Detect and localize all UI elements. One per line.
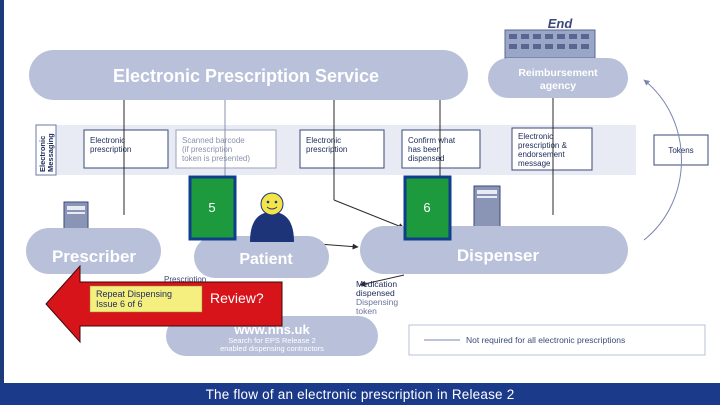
msg5-line-2: prescription & (518, 141, 568, 150)
msg5-line-4: message (518, 159, 551, 168)
messaging-label-1: Electronic (38, 136, 47, 172)
review-label: Review? (210, 290, 264, 306)
step-5-box: 5 (188, 175, 237, 241)
repeat-line-2: Issue 6 of 6 (96, 299, 143, 309)
message-box-5: Electronic prescription & endorsement me… (511, 127, 593, 171)
footer-caption: The flow of an electronic prescription i… (205, 386, 515, 402)
step-6-label: 6 (423, 200, 430, 215)
repeat-line-1: Repeat Dispensing (96, 289, 172, 299)
reimbursement-line-2: agency (540, 80, 576, 92)
message-box-1: Electronic prescription (83, 129, 169, 169)
footer-caption-bar: The flow of an electronic prescription i… (0, 383, 720, 405)
flow-diagram: Electronic Prescription Service End (26, 16, 709, 356)
legend-text: Not required for all electronic prescrip… (466, 335, 625, 345)
patient-ellipse (194, 236, 329, 278)
messaging-label-2: Messaging (46, 133, 55, 172)
msg5-line-3: endorsement (518, 150, 565, 159)
msg4-line-1: Confirm what (408, 136, 456, 145)
msg3-line-1: Electronic (306, 136, 341, 145)
repeat-note (89, 285, 203, 313)
patient-label: Patient (239, 251, 293, 268)
medication-line-4: token (356, 306, 377, 316)
server-icon-dispenser (473, 185, 501, 229)
reimbursement-ellipse (488, 58, 628, 98)
prescriber-ellipse (26, 228, 161, 274)
patient-person-icon (250, 192, 294, 242)
msg1-line-1: Electronic (90, 136, 125, 145)
msg4-line-2: has been (408, 145, 441, 154)
step-5-label: 5 (208, 200, 215, 215)
nhs-search-line-1: Search for EPS Release 2 (228, 336, 316, 345)
msg2-line-2: (if prescription (182, 145, 232, 154)
step-6-box: 6 (403, 175, 452, 241)
eps-ellipse (29, 50, 468, 100)
message-box-2: Scanned barcode (if prescription token i… (175, 129, 277, 169)
message-box-4: Confirm what has been dispensed (401, 129, 481, 169)
medication-line-2: dispensed (356, 288, 395, 298)
medication-line-3: Dispensing (356, 297, 398, 307)
arrow-dispenser-to-medication (359, 274, 405, 287)
prescriber-label: Prescriber (52, 247, 136, 266)
nhs-search-line-2: enabled dispensing contractors (220, 344, 324, 353)
dispenser-label: Dispenser (457, 246, 540, 265)
diagram-canvas: Electronic Prescription Service End (4, 0, 720, 385)
msg1-line-2: prescription (90, 145, 131, 154)
eps-title: Electronic Prescription Service (113, 66, 379, 86)
reimbursement-line-1: Reimbursement (518, 67, 598, 79)
left-accent-bar (0, 0, 4, 385)
msg5-line-1: Electronic (518, 132, 553, 141)
msg3-line-2: prescription (306, 145, 347, 154)
end-label: End (548, 16, 574, 31)
red-arrow-callout: Repeat Dispensing Issue 6 of 6 Review? (45, 264, 283, 344)
arrow-eps-to-dispenser (333, 199, 405, 229)
building-icon (504, 29, 596, 59)
msg2-line-1: Scanned barcode (182, 136, 245, 145)
legend-box: Not required for all electronic prescrip… (408, 324, 706, 356)
msg4-line-3: dispensed (408, 154, 444, 163)
msg2-line-3: token is presented) (182, 154, 250, 163)
message-box-3: Electronic prescription (299, 129, 385, 169)
medication-line-1: Medication (356, 279, 397, 289)
messaging-side-label (35, 124, 57, 176)
tokens-return-arrow (643, 79, 682, 241)
prescription-partial-label: Prescription (164, 275, 206, 284)
